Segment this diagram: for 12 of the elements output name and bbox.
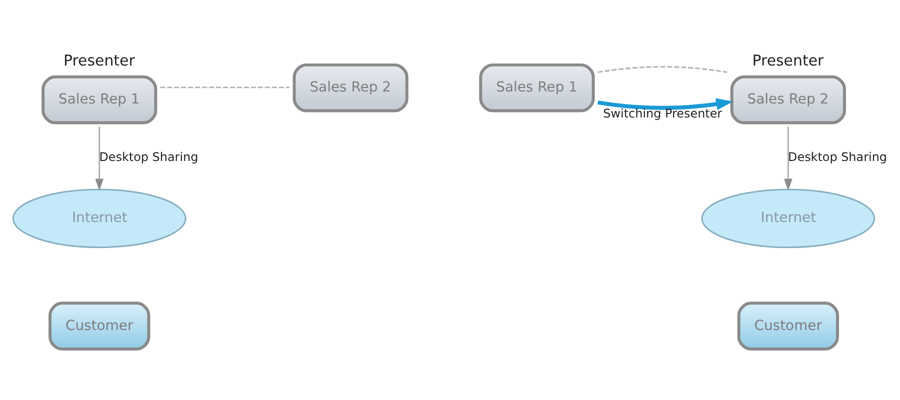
edge-label: Switching Presenter — [603, 106, 722, 120]
edge-label: Desktop Sharing — [99, 150, 198, 164]
node-ellipse: Internet — [701, 188, 876, 248]
arrow — [95, 126, 104, 190]
arrow — [784, 126, 792, 190]
arrow — [598, 98, 734, 110]
edge-label: Desktop Sharing — [788, 150, 888, 164]
connector — [160, 86, 290, 88]
connector — [598, 66, 728, 73]
node-ellipse: Internet — [12, 188, 186, 248]
node-label: Presenter — [752, 50, 824, 69]
node-label: Presenter — [63, 50, 135, 69]
